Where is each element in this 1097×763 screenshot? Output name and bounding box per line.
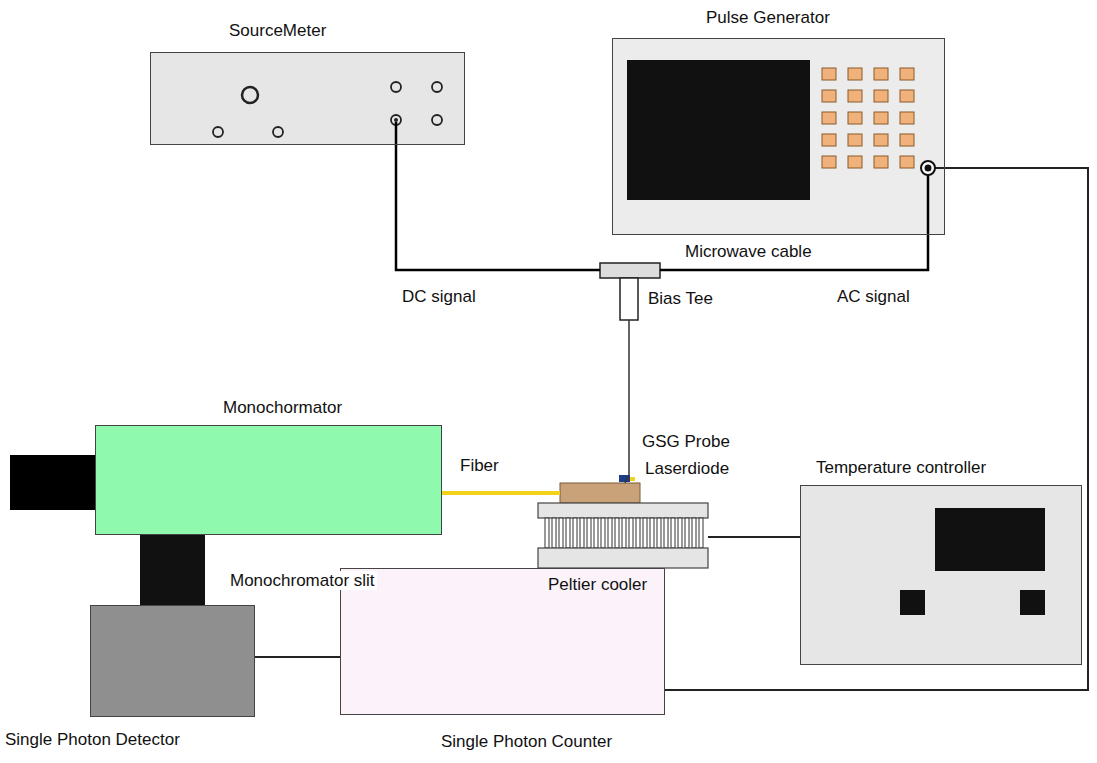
peltier-plate [538, 548, 708, 568]
device-label: Temperature controller [816, 458, 986, 478]
device-label: Single Photon Counter [441, 732, 612, 752]
screen [627, 60, 810, 200]
device-label: Single Photon Detector [5, 730, 180, 750]
controller-button [1020, 590, 1045, 615]
annotation-label: Monochromator slit [228, 571, 377, 590]
device-label: SourceMeter [229, 21, 326, 41]
cable [927, 168, 930, 235]
signal-label-wrap: DC signal [400, 287, 478, 307]
signal-label-wrap: AC signal [835, 287, 912, 307]
cable-line [708, 536, 800, 538]
terminal [432, 82, 442, 92]
device-label: Laserdiode [645, 459, 729, 479]
terminal [432, 115, 442, 125]
counter-body [340, 568, 665, 715]
output-port [921, 161, 935, 175]
terminal [213, 127, 223, 137]
controller-button [900, 590, 925, 615]
generator-body [612, 38, 945, 235]
cable-line [665, 168, 1088, 690]
device-label: Peltier cooler [548, 575, 647, 595]
cable-line [255, 656, 340, 658]
instrument-box: Temperature controller [800, 485, 1082, 665]
signal-label: Fiber [458, 456, 501, 475]
detector-body [90, 605, 255, 717]
cable-line [660, 235, 928, 270]
detector-box: Single Photon Detector [90, 605, 255, 717]
signal-label-wrap: Fiber [458, 456, 501, 476]
signal-label: GSG Probe [640, 432, 732, 451]
terminal [391, 82, 401, 92]
laser-diode: Laserdiode [560, 483, 640, 503]
bias-tee-stem [620, 278, 638, 320]
cable [395, 122, 398, 145]
cable-line [625, 320, 629, 483]
monochromator-body [95, 425, 442, 535]
button-grid [822, 68, 914, 168]
device-label: Bias Tee [648, 289, 713, 309]
cable-line [396, 145, 600, 270]
annotation-wrap: Microwave cable [683, 242, 814, 262]
peltier-fins [545, 518, 703, 548]
annotation-label: Microwave cable [683, 242, 814, 261]
signal-label: AC signal [835, 287, 912, 306]
instrument-box: Pulse Generator [612, 38, 945, 235]
monochromator-slit [140, 535, 205, 605]
annotation-wrap: Monochromator slit [228, 571, 377, 591]
bias-tee: Bias Tee [600, 263, 660, 320]
monochromator-port [10, 455, 95, 510]
peltier-cooler: Peltier cooler [538, 503, 708, 568]
device-label: Monochormator [223, 398, 342, 418]
bias-tee-body [600, 263, 660, 278]
peltier-plate [538, 503, 708, 518]
signal-label: DC signal [400, 287, 478, 306]
probe-tip [630, 477, 635, 481]
signal-label-wrap: GSG Probe [640, 432, 732, 452]
device-label: Pulse Generator [706, 8, 830, 28]
knob [242, 87, 258, 103]
sourcemeter-body [150, 52, 465, 145]
terminal-dot [394, 118, 398, 122]
instrument-box: SourceMeter [150, 52, 465, 145]
terminal [273, 127, 283, 137]
cable-line [442, 491, 560, 495]
output-port-core [925, 165, 932, 172]
controller-display [935, 508, 1045, 571]
controller-body [800, 485, 1082, 665]
monochromator-box: Monochormator [95, 425, 442, 535]
laser-diode-chip [560, 483, 640, 503]
